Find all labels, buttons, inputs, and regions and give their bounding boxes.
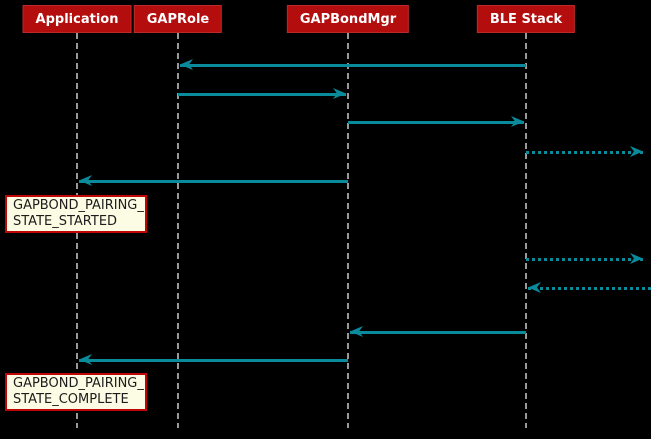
message-line-2 <box>348 121 524 124</box>
message-arrowhead-icon <box>350 326 363 337</box>
message-arrowhead-icon <box>79 354 92 365</box>
message-arrowhead-icon <box>511 116 524 127</box>
message-line-6 <box>528 287 651 290</box>
message-arrowhead-icon <box>79 175 92 186</box>
note-text-line: GAPBOND_PAIRING_ <box>13 198 144 213</box>
note-text-line: STATE_STARTED <box>13 214 118 229</box>
participant-box-gapbondmgr: GAPBondMgr <box>286 5 410 33</box>
message-line-8 <box>79 359 348 362</box>
lifeline-gapbondmgr <box>347 33 349 428</box>
message-arrowhead-icon <box>333 88 346 99</box>
message-line-5 <box>526 258 643 261</box>
participant-box-gaprole: GAPRole <box>133 5 223 33</box>
note-gapbond-pairing-state-started: GAPBOND_PAIRING_STATE_STARTED <box>5 195 147 233</box>
note-text-line: GAPBOND_PAIRING_ <box>13 376 144 391</box>
participant-box-ble-stack: BLE Stack <box>476 5 576 33</box>
message-arrowhead-icon <box>528 282 541 293</box>
message-line-3 <box>526 151 643 154</box>
message-arrowhead-icon <box>180 59 193 70</box>
participant-box-application: Application <box>22 5 132 33</box>
note-gapbond-pairing-state-complete: GAPBOND_PAIRING_STATE_COMPLETE <box>5 373 147 411</box>
message-line-1 <box>178 93 346 96</box>
lifeline-ble-stack <box>525 33 527 428</box>
message-line-7 <box>350 331 526 334</box>
lifeline-gaprole <box>177 33 179 428</box>
message-line-4 <box>79 180 348 183</box>
message-line-0 <box>180 64 526 67</box>
message-arrowhead-icon <box>630 146 643 157</box>
message-arrowhead-icon <box>630 253 643 264</box>
note-text-line: STATE_COMPLETE <box>13 392 129 407</box>
